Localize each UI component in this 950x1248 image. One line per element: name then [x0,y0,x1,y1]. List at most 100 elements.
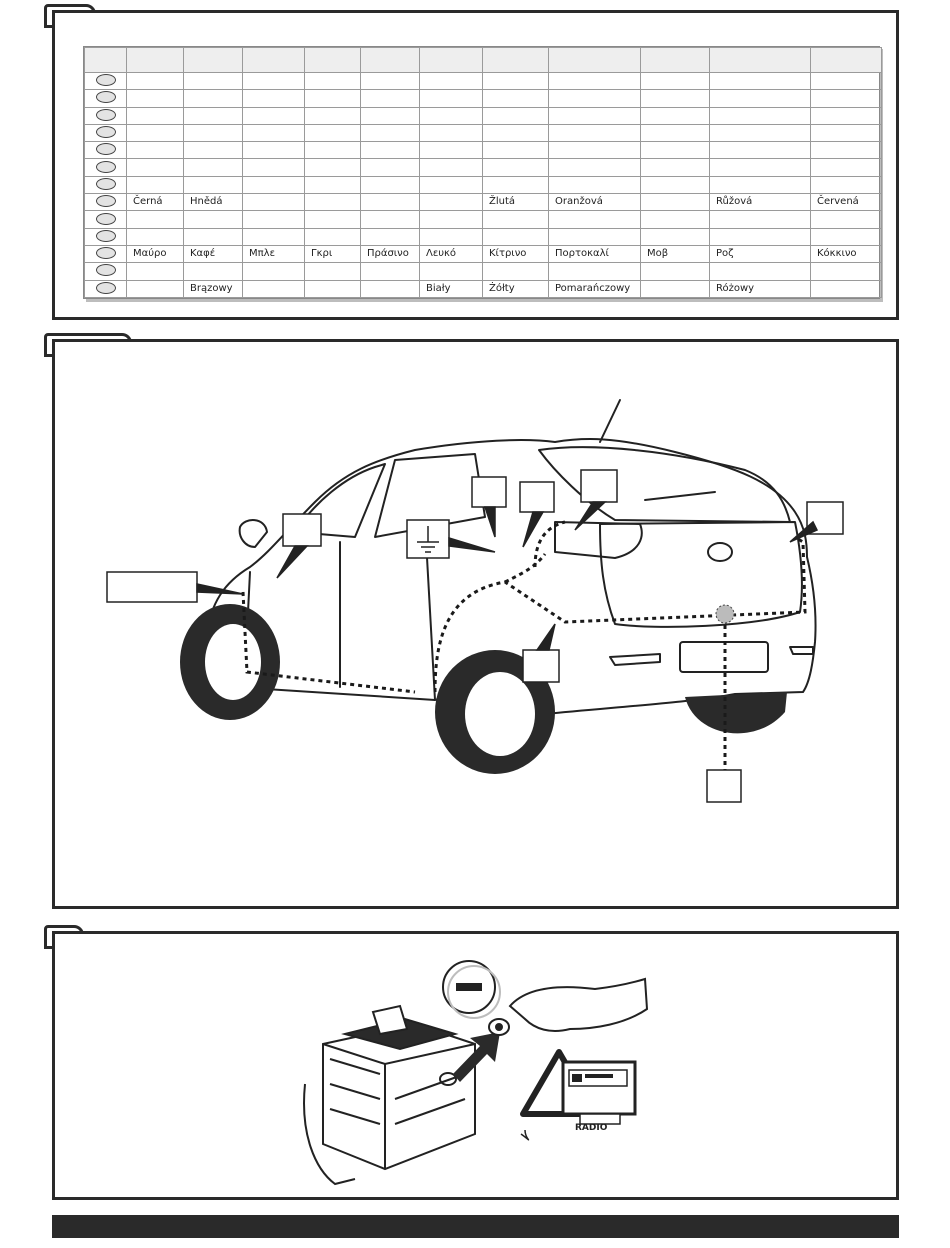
language-flag-cell [84,106,127,125]
color-name-cell [304,123,361,143]
flag-icon [95,229,116,242]
color-name-cell [810,279,882,299]
color-name-cell: Κόκκινο [810,245,882,264]
header-cell [242,47,305,73]
color-name-cell: Λευκό [419,245,483,264]
color-name-cell [482,158,549,177]
flag-icon [95,108,116,121]
color-name-cell [640,210,710,229]
color-name-cell [242,158,305,177]
color-name-cell [482,89,549,108]
color-name-cell [360,193,420,212]
color-name-cell [482,123,549,143]
color-name-cell: Μπλε [242,245,305,264]
color-name-cell [126,262,184,281]
color-name-cell [482,71,549,91]
radio-label: RADIO [575,1123,608,1133]
color-name-cell [810,158,882,177]
color-name-cell [126,279,184,299]
color-name-cell [548,210,641,229]
callout-box-b [519,481,555,548]
color-name-cell [183,158,243,177]
wheels [180,604,787,774]
color-name-cell [419,123,483,143]
color-name-cell [419,262,483,281]
radio-icon [561,1060,637,1125]
color-name-cell: Hnědá [183,193,243,212]
flag-icon [95,264,116,277]
table-row [84,89,882,108]
callout-box-d [789,501,844,543]
color-name-cell [810,106,882,125]
wiring-route-panel [52,339,899,909]
table-row [84,262,882,281]
header-cell [360,47,420,73]
color-name-cell [360,175,420,195]
color-name-cell [810,227,882,247]
table-row [84,141,882,160]
color-name-cell [360,262,420,281]
car-wiring-diagram [106,399,844,803]
color-name-cell [640,106,710,125]
header-cell [482,47,549,73]
color-name-cell [360,227,420,247]
language-flag-cell [84,71,127,91]
color-name-cell [548,175,641,195]
flag-icon [95,195,116,208]
language-flag-cell [84,279,127,299]
disconnect-arrow-icon [453,1032,500,1082]
language-flag-cell [84,123,127,143]
color-name-cell [482,210,549,229]
table-row [84,123,882,143]
table-header-row [84,47,882,73]
callout-box-left [106,571,244,603]
color-name-cell [242,210,305,229]
color-name-cell: Καφέ [183,245,243,264]
rear-right-wheel [685,692,787,734]
cable-route-side [241,591,416,694]
language-flag-cell [84,193,127,212]
callout-box-c [574,469,618,531]
color-name-cell [640,227,710,247]
color-name-cell [709,158,811,177]
flag-icon [95,91,116,104]
car-rear-window [538,446,791,523]
color-name-cell [304,279,361,299]
color-name-cell [640,262,710,281]
color-name-cell: Żółty [482,279,549,299]
footer-bar [52,1215,899,1238]
color-name-cell: Ροζ [709,245,811,264]
color-name-cell [419,141,483,160]
color-name-cell [183,210,243,229]
color-name-cell [242,89,305,108]
color-name-cell [304,175,361,195]
header-cell [304,47,361,73]
flag-icon [95,125,116,138]
color-name-cell: Πορτοκαλί [548,245,641,264]
color-name-cell [242,262,305,281]
color-name-cell [242,71,305,91]
language-flag-cell [84,210,127,229]
language-flag-cell [84,262,127,281]
callout-box-e [522,623,560,683]
header-cell [84,47,127,73]
color-name-cell [304,210,361,229]
color-name-cell: Brązowy [183,279,243,299]
battery-disconnect-diagram: RADIO [303,960,649,1186]
header-cell [183,47,243,73]
socket-point [715,604,735,624]
color-name-cell [810,71,882,91]
color-name-cell: Πράσινο [360,245,420,264]
cable-route-light [504,553,547,584]
color-name-cell: Γκρι [304,245,361,264]
color-name-cell [126,106,184,125]
battery-disconnect-panel: RADIO [52,931,899,1200]
table-row [84,106,882,125]
hand-icon [488,977,649,1036]
color-name-cell [126,71,184,91]
header-cell [126,47,184,73]
